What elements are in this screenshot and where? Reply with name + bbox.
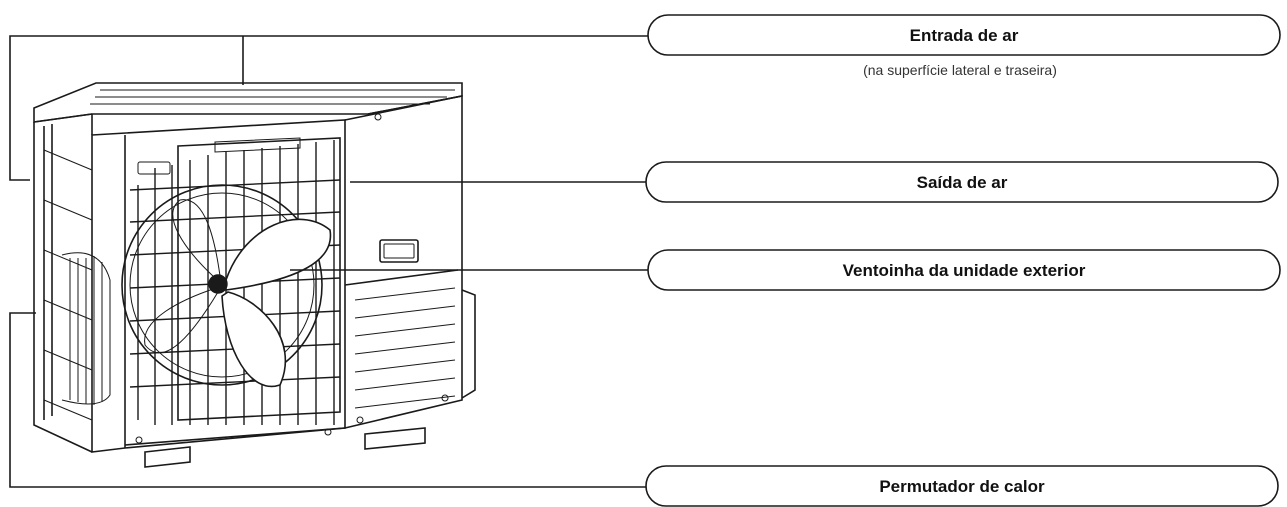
unit-feet [144, 427, 426, 468]
unit-front-panel [91, 119, 346, 453]
fan-blades [144, 199, 332, 388]
label-heat-exchanger-text: Permutador de calor [879, 477, 1045, 496]
leader-air-inlet [9, 35, 650, 181]
label-outdoor-fan-text: Ventoinha da unidade exterior [843, 261, 1086, 280]
label-air-inlet-text: Entrada de ar [910, 26, 1019, 45]
base-screw [324, 428, 332, 436]
leader-lines [9, 35, 650, 488]
label-air-outlet: Saída de ar [645, 161, 1279, 203]
outdoor-unit-illustration [33, 82, 476, 468]
handle-cover [379, 239, 419, 263]
label-air-inlet: Entrada de ar [647, 14, 1281, 56]
fan-ring [121, 184, 323, 386]
label-heat-exchanger: Permutador de calor [645, 465, 1279, 507]
right-louvers [354, 287, 456, 409]
fan-hub [208, 274, 228, 294]
unit-left-side [33, 113, 111, 453]
label-outdoor-fan: Ventoinha da unidade exterior [647, 249, 1281, 291]
heat-exchanger-fins [61, 252, 111, 405]
leader-heat-exchanger [9, 312, 648, 488]
top-screw [374, 113, 382, 121]
label-air-outlet-text: Saída de ar [917, 173, 1008, 192]
label-air-inlet-note: (na superfície lateral e traseira) [863, 62, 1057, 78]
base-screw [135, 436, 143, 444]
unit-right-panel [344, 95, 476, 429]
logo-plate [137, 161, 171, 175]
